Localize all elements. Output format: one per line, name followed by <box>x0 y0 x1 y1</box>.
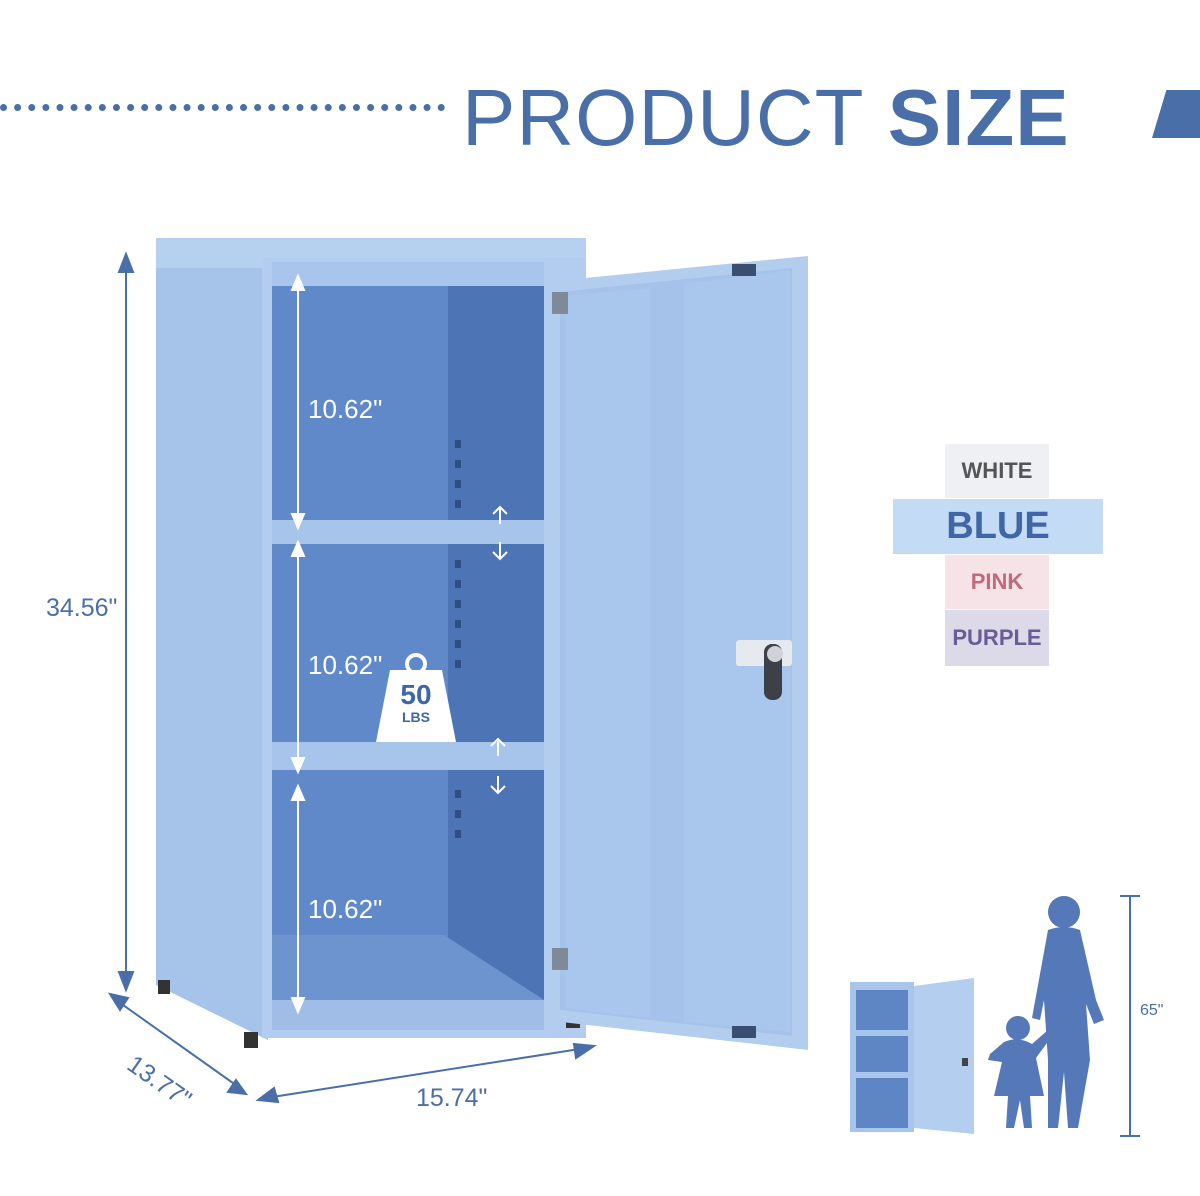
shelf-1 <box>272 520 544 544</box>
color-option-white[interactable]: WHITE <box>945 444 1049 498</box>
color-option-pink[interactable]: PINK <box>945 555 1049 609</box>
color-option-blue[interactable]: BLUE <box>893 499 1103 554</box>
title-bold: SIZE <box>887 73 1070 162</box>
woman-silhouette <box>1032 896 1104 1128</box>
shelf-gap-label-1: 10.62" <box>308 394 383 424</box>
weight-badge: 50 LBS <box>376 679 456 725</box>
door-hinge-bottom <box>552 948 568 970</box>
foot-left-back <box>158 980 170 994</box>
weight-unit: LBS <box>402 709 430 725</box>
person-height-line <box>1120 895 1140 1137</box>
child-silhouette <box>988 1016 1052 1128</box>
door-hinge-top <box>552 292 568 314</box>
door-recess-left <box>566 288 650 1018</box>
scale-comparison <box>850 895 1140 1137</box>
lock-cylinder <box>767 646 783 662</box>
adjust-arrows <box>490 505 508 795</box>
shelf-2 <box>272 742 544 770</box>
shelf-gap-label-3: 10.62" <box>308 894 383 924</box>
width-label: 15.74" <box>416 1084 488 1112</box>
height-dimension-line <box>117 251 135 993</box>
title-light: PRODUCT <box>462 73 865 162</box>
person-height-label: 65" <box>1140 1002 1164 1019</box>
weight-icon <box>376 653 456 742</box>
foot-left-front <box>244 1032 258 1048</box>
door-vent-top <box>732 264 756 276</box>
top-rail <box>272 262 544 286</box>
interior-back-panel <box>272 268 452 1028</box>
page-title: PRODUCT SIZE <box>462 72 1070 164</box>
weight-value: 50 <box>400 679 432 710</box>
depth-dimension-line <box>107 992 249 1096</box>
dotted-rule <box>0 104 445 111</box>
color-option-purple[interactable]: PURPLE <box>945 610 1049 666</box>
shelf-gap-label-2: 10.62" <box>308 650 383 680</box>
height-label: 34.56" <box>46 594 118 622</box>
cabinet-side <box>156 240 268 1040</box>
shelf-slots <box>455 440 461 838</box>
bottom-floor <box>272 1000 544 1030</box>
width-dimension-line <box>255 1042 597 1104</box>
door-vent-bottom <box>732 1026 756 1038</box>
title-section: PRODUCT SIZE <box>0 0 1200 180</box>
floor-perspective <box>272 935 544 1000</box>
shelf-gap-arrows <box>290 273 306 1015</box>
interior-right-wall <box>448 268 544 1028</box>
